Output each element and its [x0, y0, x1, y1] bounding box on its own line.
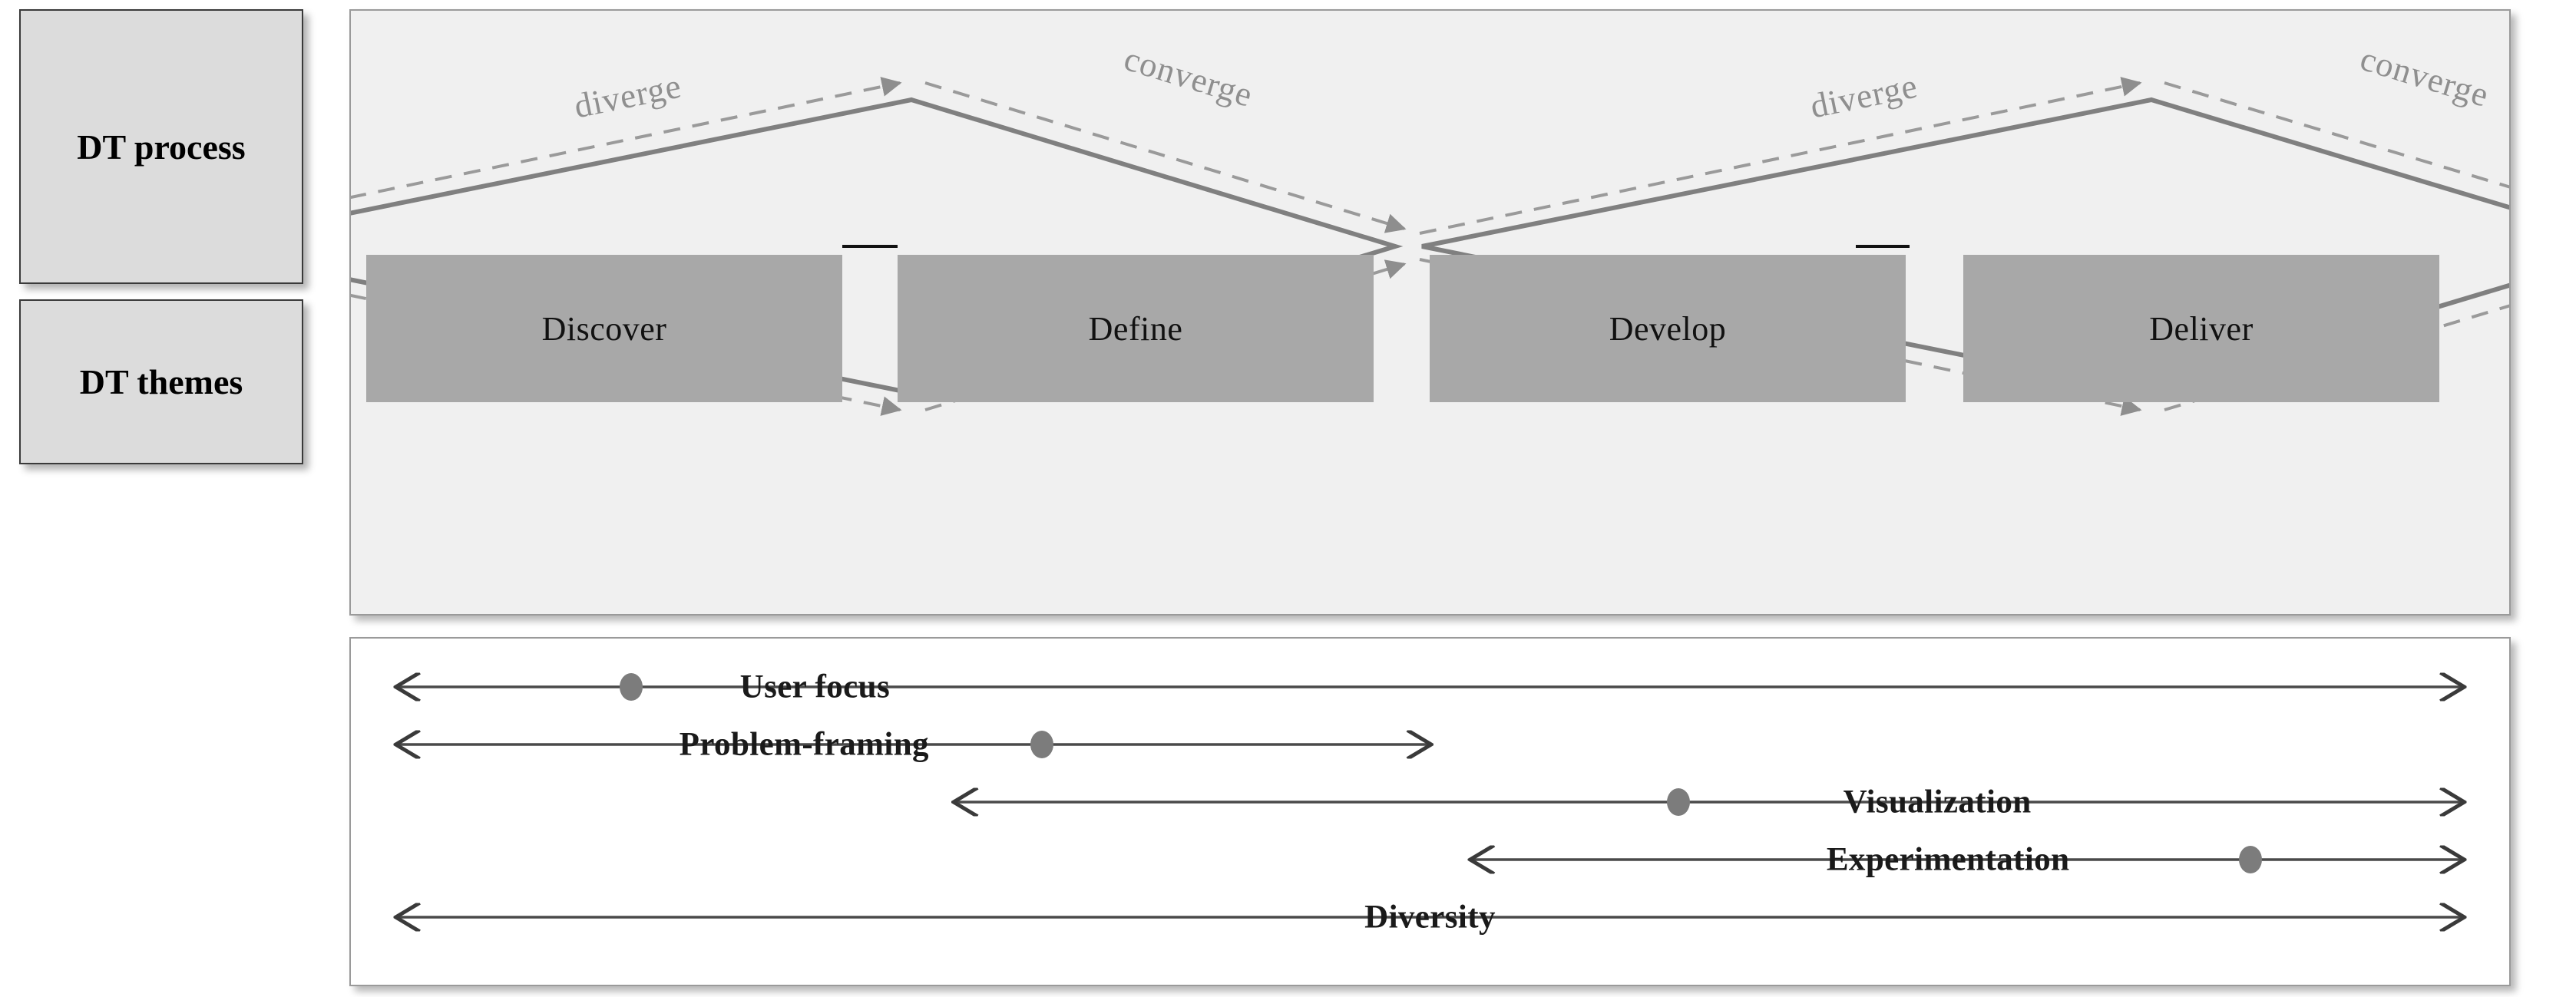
row-label-text: DT themes	[79, 362, 243, 401]
stage-box-develop[interactable]: Develop	[1430, 255, 1906, 402]
dt-process-panel: Discover Define Develop Deliver diverge …	[349, 9, 2511, 616]
theme-marker-experimentation	[2238, 846, 2262, 873]
row-label-text: DT process	[77, 127, 246, 167]
stage-box-discover[interactable]: Discover	[366, 255, 842, 402]
stage-label: Develop	[1609, 309, 1727, 348]
theme-label-diversity: Diversity	[1364, 899, 1496, 936]
theme-label-visualization: Visualization	[1843, 784, 2032, 820]
diamond-two-outline	[1421, 97, 2509, 396]
stage-box-deliver[interactable]: Deliver	[1963, 255, 2439, 402]
theme-marker-user-focus	[620, 673, 643, 701]
theme-span-axes	[351, 639, 2509, 985]
row-label-dt-process: DT process	[19, 9, 303, 284]
stage-label: Define	[1088, 309, 1183, 348]
theme-label-problem-framing: Problem-framing	[679, 726, 929, 763]
theme-label-experimentation: Experimentation	[1826, 841, 2070, 878]
stage-label: Discover	[541, 309, 667, 348]
theme-marker-problem-framing	[1030, 731, 1053, 758]
dashed-converge-upper-1	[924, 81, 1407, 233]
dt-themes-panel: User focus Problem-framing Visualization…	[349, 637, 2511, 986]
dashed-diverge-upper-1	[351, 77, 902, 200]
dashed-diverge-upper-2	[1419, 77, 2142, 235]
stage-box-define[interactable]: Define	[898, 255, 1374, 402]
stage-label: Deliver	[2149, 309, 2254, 348]
theme-marker-visualization	[1666, 788, 1690, 816]
theme-label-user-focus: User focus	[739, 669, 891, 705]
row-label-dt-themes: DT themes	[19, 299, 303, 464]
